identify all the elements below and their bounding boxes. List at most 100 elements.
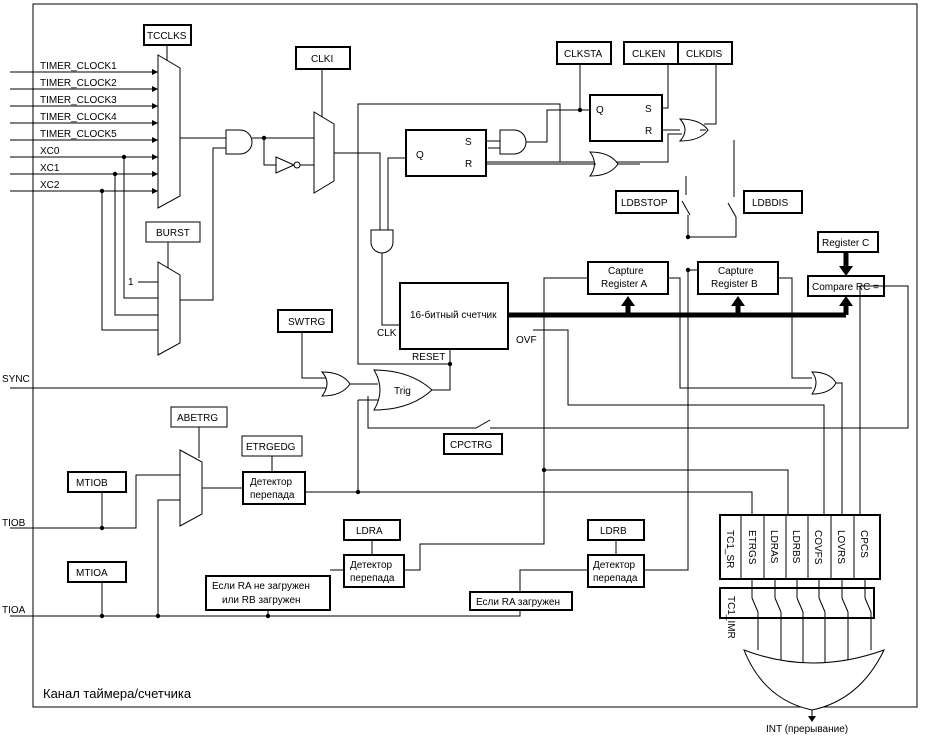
tcclks-label: TCCLKS xyxy=(147,31,187,42)
clock-select-mux xyxy=(157,54,181,209)
ext-edge-line1: Детектор xyxy=(250,477,293,488)
ldrb-label: LDRB xyxy=(600,526,627,537)
sr-bit-cpcs: CPCS xyxy=(858,530,869,558)
counter-reset-label: RESET xyxy=(412,352,445,363)
etrgedg-label: ETRGEDG xyxy=(246,442,296,453)
burst-box xyxy=(145,221,201,243)
abetrg-label: ABETRG xyxy=(177,413,218,424)
ldbstop-box xyxy=(615,190,679,214)
clock-enable-flipflop xyxy=(405,129,487,177)
ra-loaded-label: Если RA загружен xyxy=(476,597,560,608)
capture-a-line1: Capture xyxy=(608,266,644,277)
ldra-edge-line2: перепада xyxy=(350,573,395,584)
ldbdis-label: LDBDIS xyxy=(752,198,788,209)
swtrg-box xyxy=(277,309,333,333)
clki-box xyxy=(295,46,351,70)
counter-ovf-label: OVF xyxy=(516,335,537,346)
ldbstop-label: LDBSTOP xyxy=(621,198,668,209)
ldrb-edge-detector xyxy=(587,554,645,588)
capture-b-line1: Capture xyxy=(718,266,754,277)
tioa-label: TIOA xyxy=(2,605,26,616)
sr-bit-ldras: LDRAS xyxy=(768,530,779,564)
ext-edge-line2: перепада xyxy=(250,490,295,501)
capture-b-line2: Register B xyxy=(711,279,758,290)
or-gate-overrun xyxy=(810,371,837,395)
ff2-s: S xyxy=(645,104,652,115)
clock-input-label: TIMER_CLOCK5 xyxy=(40,129,117,140)
cpctrg-box xyxy=(443,433,503,455)
register-c-label: Register C xyxy=(822,238,869,249)
channel-frame xyxy=(32,3,918,708)
counter-label: 16-битный счетчик xyxy=(410,309,497,321)
compare-rc-label: Compare RC = xyxy=(812,282,879,293)
ext-edge-detector xyxy=(242,471,306,505)
sr-bit-lovrs: LOVRS xyxy=(835,530,846,564)
cpctrg-label: CPCTRG xyxy=(450,440,492,451)
ra-condition-box xyxy=(205,575,331,611)
tiob-label: TIOB xyxy=(2,518,26,529)
clock-status-flipflop xyxy=(589,94,663,142)
sr-bit-covfs: COVFS xyxy=(812,530,823,565)
clock-input-label: XC1 xyxy=(40,163,60,174)
clock-inputs: TIMER_CLOCK1 TIMER_CLOCK2 TIMER_CLOCK3 T… xyxy=(10,61,158,331)
ldra-edge-line1: Детектор xyxy=(350,560,393,571)
imr-name: TC1_IMR xyxy=(725,596,736,639)
counter-16bit xyxy=(399,282,509,350)
clock-input-label: TIMER_CLOCK3 xyxy=(40,95,117,106)
clksta-box xyxy=(556,41,612,65)
capture-a-line2: Register A xyxy=(601,279,647,290)
ff2-q: Q xyxy=(596,105,604,116)
ff1-q: Q xyxy=(416,150,424,161)
clkdis-box xyxy=(677,41,733,65)
int-label: INT (прерывание) xyxy=(766,724,848,735)
trig-label: Trig xyxy=(394,386,411,397)
burst-label: BURST xyxy=(156,228,190,239)
clock-input-label: TIMER_CLOCK1 xyxy=(40,61,117,72)
mtioa-box xyxy=(67,561,127,583)
clken-label: CLKEN xyxy=(632,49,665,60)
clock-input-label: XC0 xyxy=(40,146,60,157)
clock-inverter xyxy=(275,156,296,174)
mtiob-box xyxy=(67,471,127,493)
ra-cond-line2: или RB загружен xyxy=(222,595,301,606)
mtioa-label: MTIOA xyxy=(76,568,108,579)
ldrb-edge-line1: Детектор xyxy=(593,560,636,571)
clksta-label: CLKSTA xyxy=(564,49,602,60)
and-gate-clock-enable xyxy=(370,229,394,254)
or-gate-sync xyxy=(320,371,351,397)
sr-bit-ldrbs: LDRBS xyxy=(790,530,801,564)
mtiob-label: MTIOB xyxy=(76,478,108,489)
ra-cond-line1: Если RA не загружен xyxy=(212,581,310,592)
ff2-r: R xyxy=(645,126,652,137)
ldra-edge-detector xyxy=(343,554,405,588)
or-gate-stop xyxy=(678,118,709,142)
ldra-label: LDRA xyxy=(356,526,383,537)
sync-label: SYNC xyxy=(2,374,30,385)
ldrb-edge-line2: перепада xyxy=(593,573,638,584)
ldbdis-box xyxy=(743,190,803,214)
ff1-r: R xyxy=(465,159,472,170)
clock-invert-mux xyxy=(313,111,335,194)
ff1-s: S xyxy=(465,137,472,148)
ra-loaded-box xyxy=(469,591,573,611)
or-gate-trigger xyxy=(373,369,433,411)
or-gate-interrupt xyxy=(743,649,885,711)
capture-register-b xyxy=(697,261,779,295)
sr-bit-etrgs: ETRGS xyxy=(746,530,757,565)
counter-clk-label: CLK xyxy=(377,328,397,339)
and-gate-clock xyxy=(225,129,253,155)
clock-input-label: TIMER_CLOCK2 xyxy=(40,78,117,89)
clock-input-label: TIMER_CLOCK4 xyxy=(40,112,117,123)
and-gate-start xyxy=(499,129,527,155)
ext-trigger-mux xyxy=(179,449,203,527)
clock-input-label: XC2 xyxy=(40,180,60,191)
burst-select-mux xyxy=(157,261,181,356)
clki-label: CLKI xyxy=(311,54,333,65)
sr-name: TC1_SR xyxy=(724,530,735,568)
status-register xyxy=(719,514,881,580)
burst-one-label: 1 xyxy=(128,277,134,288)
swtrg-label: SWTRG xyxy=(288,317,325,328)
channel-title: Канал таймера/счетчика xyxy=(43,686,192,701)
clkdis-label: CLKDIS xyxy=(686,49,722,60)
